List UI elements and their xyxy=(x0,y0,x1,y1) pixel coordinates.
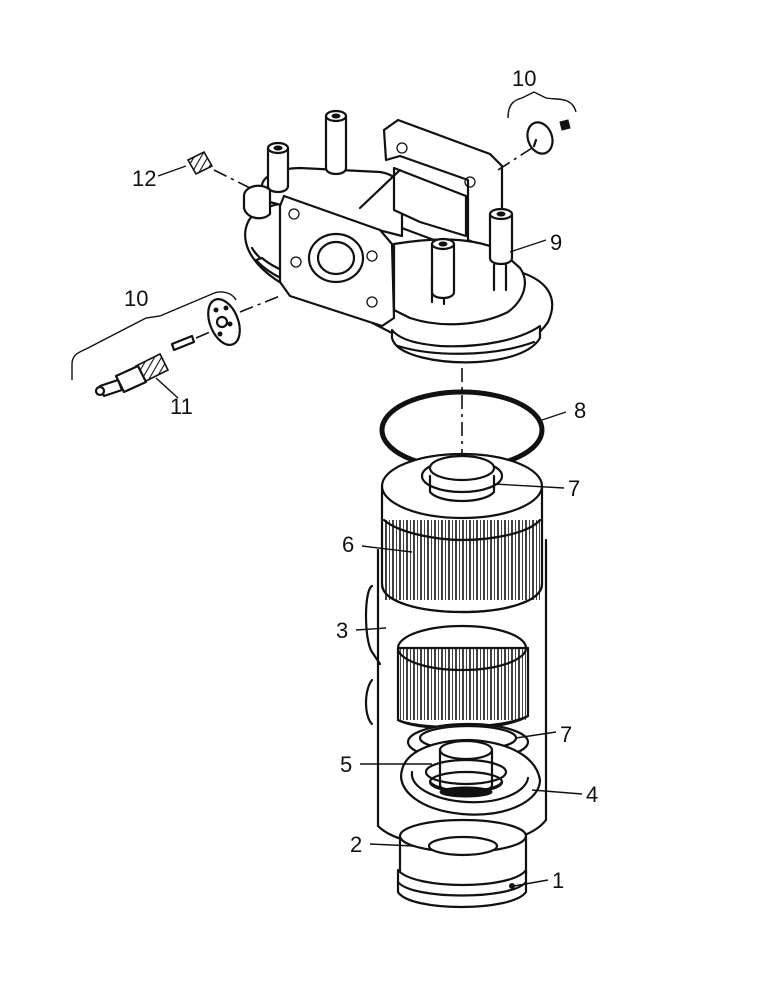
spring-post-part-5 xyxy=(424,739,508,798)
callout-10-upper: 10 xyxy=(512,66,536,91)
callout-labels: 10 12 9 10 11 8 7 6 3 7 5 4 2 1 xyxy=(124,66,598,893)
plug-part-12 xyxy=(186,150,251,189)
filter-element-part-6 xyxy=(380,452,544,614)
bottom-cap-part-1 xyxy=(396,868,528,909)
callout-6: 6 xyxy=(342,532,354,557)
callout-7-lower: 7 xyxy=(560,722,572,747)
callout-12: 12 xyxy=(132,166,156,191)
spring-valve-part-11 xyxy=(94,352,170,398)
callout-3: 3 xyxy=(336,618,348,643)
callout-1: 1 xyxy=(552,868,564,893)
bowl-housing-part-3 xyxy=(364,538,548,828)
callout-5: 5 xyxy=(340,752,352,777)
callout-2: 2 xyxy=(350,832,362,857)
spacer-part-2 xyxy=(398,818,528,889)
callout-7-upper: 7 xyxy=(568,476,580,501)
boss-top-center xyxy=(324,109,348,176)
boss-right-rear xyxy=(488,207,514,266)
callout-10-lower: 10 xyxy=(124,286,148,311)
leader-lines xyxy=(71,91,583,887)
relief-valve-part-10-lower xyxy=(170,295,281,352)
callout-11: 11 xyxy=(170,394,193,419)
valve-disc-part-10-upper xyxy=(497,119,571,171)
boss-right-front xyxy=(430,237,456,300)
callout-4: 4 xyxy=(586,782,598,807)
boss-top-left xyxy=(266,141,290,194)
callout-8: 8 xyxy=(574,398,586,423)
filter-head-part-9 xyxy=(242,109,554,364)
callout-9: 9 xyxy=(550,230,562,255)
